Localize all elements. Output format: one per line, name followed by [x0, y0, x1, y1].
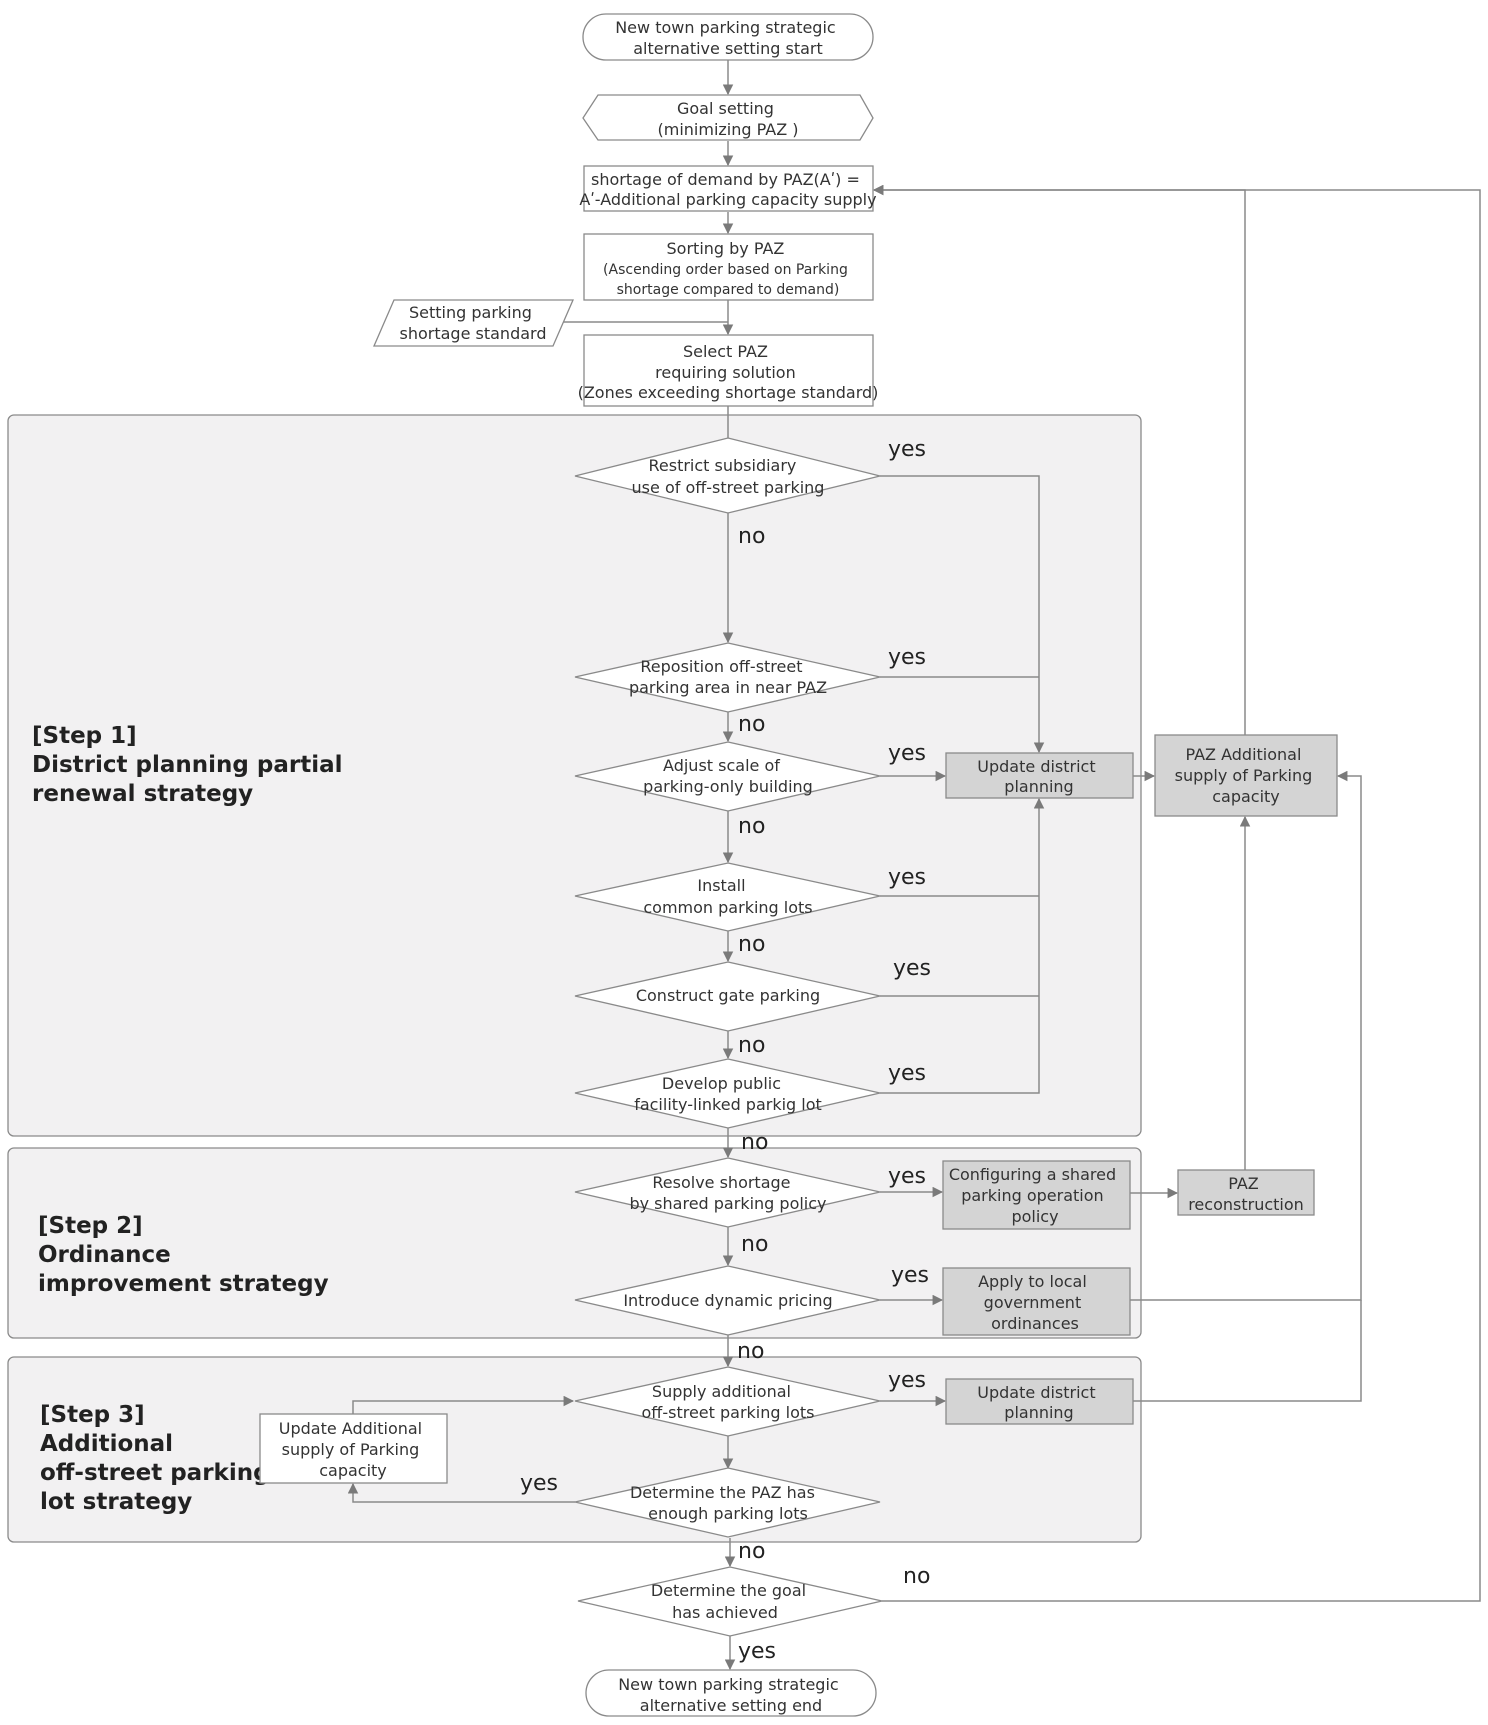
step2-title: [Step 2] Ordinance improvement strategy [38, 1213, 329, 1297]
svg-text:Goal setting (minimizi: Goal setting (minimizing PAZ ) [658, 99, 799, 139]
nodes: New town parking strategic alternative s… [259, 13, 1338, 1717]
svg-text:Reposition off-street: Reposition off-street parking area in ne… [629, 657, 827, 697]
svg-text:Construct gate parking: Construct gate parking [636, 986, 820, 1005]
edges [347, 60, 1481, 1671]
svg-text:Update district planni: Update district planning [977, 1383, 1100, 1422]
svg-text:Sorting by PAZ (Ascend: Sorting by PAZ (Ascending order based on… [603, 239, 853, 298]
edge-labels: yes no yes no yes no yes no yes no yes n… [520, 437, 931, 1664]
svg-text:Introduce dynamic pricing: Introduce dynamic pricing [623, 1291, 832, 1310]
edge-update2-right [1133, 1300, 1362, 1402]
decision-supply-additional: Supply additional off-street parking lot… [574, 1366, 881, 1437]
label-no: no [741, 1130, 768, 1155]
decision-enough-lots: Determine the PAZ has enough parking lot… [574, 1467, 881, 1538]
goal-setting-node: Goal setting (minimizing PAZ ) [582, 94, 874, 141]
svg-text:PAZ reconstruction: PAZ reconstruction [1188, 1174, 1304, 1214]
label-no: no [738, 932, 765, 957]
edge-d6-yes [880, 797, 1045, 1094]
svg-text:Update Additional supp: Update Additional supply of Parking capa… [279, 1419, 427, 1480]
update-additional-supply: Update Additional supply of Parking capa… [259, 1413, 448, 1484]
decision-goal-achieved: Determine the goal has achieved [577, 1566, 883, 1637]
label-yes: yes [738, 1639, 776, 1664]
label-yes: yes [888, 865, 926, 890]
shortage-node: shortage of demand by PAZ(Aʹ) = Aʹ-Addit… [579, 165, 877, 212]
end-terminal: New town parking strategic alternative s… [585, 1669, 877, 1717]
label-no: no [738, 524, 765, 549]
decision-reposition: Reposition off-street parking area in ne… [574, 642, 881, 713]
svg-text:Update district planni: Update district planning [977, 757, 1100, 796]
select-node: Select PAZ requiring solution (Zones exc… [578, 334, 879, 407]
decision-restrict-subsidiary: Restrict subsidiary use of off-street pa… [574, 437, 881, 514]
decision-adjust-scale: Adjust scale of parking-only building [574, 741, 881, 812]
svg-text:Apply to local governm: Apply to local government ordinances [978, 1272, 1092, 1333]
edge-d10-yes [347, 1482, 575, 1503]
paz-reconstruction: PAZ reconstruction [1177, 1169, 1315, 1216]
edge-apply-pazadd [1129, 770, 1362, 1301]
label-no: no [903, 1564, 930, 1589]
label-no: no [738, 712, 765, 737]
apply-local-ordinances: Apply to local government ordinances [942, 1267, 1131, 1336]
label-no: no [741, 1232, 768, 1257]
decision-shared-parking: Resolve shortage by shared parking polic… [574, 1157, 881, 1228]
svg-text:Determine the goal has: Determine the goal has achieved [651, 1581, 811, 1622]
update-district-planning-1: Update district planning [945, 752, 1134, 799]
label-no: no [738, 814, 765, 839]
svg-text:New town parking strategic: New town parking strategic alternative s… [615, 18, 841, 58]
decision-gate-parking: Construct gate parking [574, 961, 881, 1032]
svg-text:Determine the PAZ has: Determine the PAZ has enough parking lot… [630, 1483, 820, 1523]
svg-text:Develop public facilit: Develop public facility-linked parkig lo… [634, 1074, 822, 1114]
label-no: no [738, 1033, 765, 1058]
svg-text:Configuring a shared p: Configuring a shared parking operation p… [949, 1165, 1121, 1226]
shared-parking-policy: Configuring a shared parking operation p… [942, 1160, 1131, 1230]
svg-text:Resolve shortage by sh: Resolve shortage by shared parking polic… [629, 1173, 826, 1213]
label-yes: yes [888, 1061, 926, 1086]
label-yes: yes [888, 1368, 926, 1393]
start-terminal: New town parking strategic alternative s… [582, 13, 874, 61]
decision-public-facility: Develop public facility-linked parkig lo… [574, 1058, 881, 1129]
label-yes: yes [888, 645, 926, 670]
update-district-planning-2: Update district planning [945, 1378, 1134, 1425]
label-no: no [738, 1539, 765, 1564]
edge-d11-no [872, 184, 1481, 1602]
label-yes: yes [888, 1164, 926, 1189]
label-yes: yes [891, 1263, 929, 1288]
standard-node: Setting parking shortage standard [373, 299, 574, 347]
step1-title: [Step 1] District planning partial renew… [32, 723, 351, 807]
label-yes: yes [893, 956, 931, 981]
label-yes: yes [520, 1471, 558, 1496]
svg-text:New town parking strategic: New town parking strategic alternative s… [618, 1675, 844, 1715]
svg-text:Setting parking shorta: Setting parking shortage standard [400, 303, 547, 343]
paz-additional-supply: PAZ Additional supply of Parking capacit… [1154, 734, 1338, 817]
decision-dynamic-pricing: Introduce dynamic pricing [574, 1265, 881, 1336]
svg-text:shortage of demand by PAZ(Aʹ): shortage of demand by PAZ(Aʹ) = Aʹ-Addit… [579, 170, 876, 209]
svg-text:Adjust scale of parkin: Adjust scale of parking-only building [643, 756, 813, 796]
svg-text:Install common parking: Install common parking lots [643, 876, 812, 917]
edge-d1-yes [880, 475, 1045, 754]
edge-updadd-d9 [352, 1395, 575, 1414]
sorting-node: Sorting by PAZ (Ascending order based on… [583, 233, 874, 301]
svg-text:Supply additional off-: Supply additional off-street parking lot… [642, 1382, 815, 1422]
svg-text:PAZ Additional supply: PAZ Additional supply of Parking capacit… [1175, 745, 1318, 806]
label-yes: yes [888, 437, 926, 462]
step-panels [7, 414, 1142, 1543]
label-yes: yes [888, 741, 926, 766]
decision-install-common: Install common parking lots [574, 862, 881, 932]
label-no: no [737, 1339, 764, 1364]
svg-text:Restrict subsidiary us: Restrict subsidiary use of off-street pa… [632, 456, 825, 497]
svg-text:Select PAZ requiring s: Select PAZ requiring solution (Zones exc… [578, 342, 879, 402]
step3-title: [Step 3] Additional off-street parking l… [40, 1402, 278, 1515]
